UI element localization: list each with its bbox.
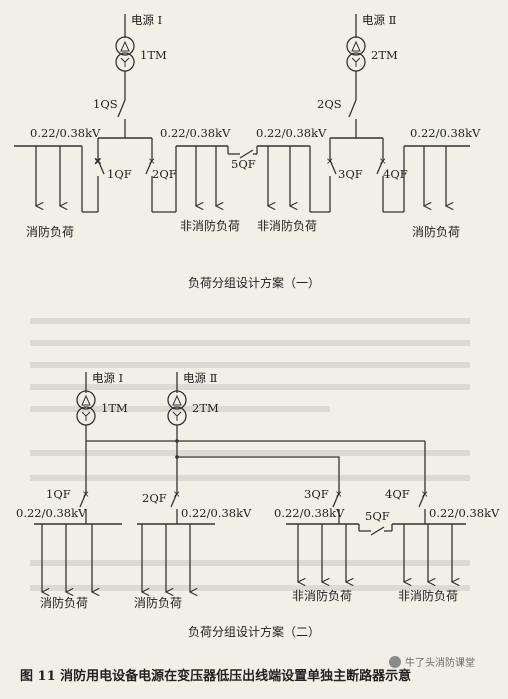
source-1-label: 电源 Ⅰ — [92, 371, 123, 385]
breaker-4qf: × 4QF — [376, 138, 408, 213]
transformer-2tm-label: 2TM — [192, 401, 219, 415]
svg-text:×: × — [148, 157, 156, 167]
breaker-1qf: × 1QF — [81, 138, 132, 213]
svg-text:×: × — [421, 490, 429, 500]
load-label: 消防负荷 — [134, 595, 182, 610]
breaker-1qf-label: 1QF — [46, 487, 71, 501]
source-2-label: 电源 Ⅱ — [183, 371, 218, 385]
voltage-label: 0.22/0.38kV — [256, 126, 327, 140]
svg-text:×: × — [326, 157, 334, 167]
breaker-4qf-label: 4QF — [385, 487, 410, 501]
load-label: 非消防负荷 — [398, 588, 458, 603]
voltage-label: 0.22/0.38kV — [160, 126, 231, 140]
voltage-label: 0.22/0.38kV — [429, 506, 500, 520]
breaker-2qf-label: 2QF — [152, 167, 177, 181]
load-label: 消防负荷 — [26, 224, 74, 239]
breaker-2qf-label: 2QF — [142, 491, 167, 505]
svg-text:×: × — [173, 490, 181, 500]
breaker-2qf: × 2QF — [142, 490, 181, 524]
voltage-label: 0.22/0.38kV — [181, 506, 252, 520]
svg-text:×: × — [379, 157, 387, 167]
load-label: 非消防负荷 — [292, 588, 352, 603]
breaker-1qf-label: 1QF — [107, 167, 132, 181]
breaker-3qf-label: 3QF — [338, 167, 363, 181]
voltage-label: 0.22/0.38kV — [30, 126, 101, 140]
svg-text:×: × — [82, 490, 90, 500]
switch-2qs: 2QS — [317, 97, 357, 138]
voltage-label: 0.22/0.38kV — [274, 506, 345, 520]
caption-2: 负荷分组设计方案（二） — [188, 624, 320, 639]
feeders — [42, 524, 452, 592]
breaker-4qf-label: 4QF — [383, 167, 408, 181]
load-label: 非消防负荷 — [257, 218, 317, 233]
figure-caption: 图 11 消防用电设备电源在变压器低压出线端设置单独主断路器示意 — [20, 668, 411, 684]
watermark-logo-icon — [389, 656, 401, 668]
switch-1qs-label: 1QS — [93, 97, 118, 111]
transformer-2tm: 2TM — [346, 36, 398, 72]
transformer-1tm-label: 1TM — [140, 48, 167, 62]
breaker-5qf-label: 5QF — [365, 509, 390, 523]
watermark: 牛了头消防课堂 — [389, 656, 475, 669]
load-label: 消防负荷 — [40, 595, 88, 610]
breaker-1qf: × 1QF — [46, 487, 90, 524]
breaker-5qf: 5QF — [358, 509, 393, 536]
breaker-5qf: 5QF — [227, 146, 258, 171]
transformer-1tm: 1TM — [115, 36, 167, 72]
source-2-distribution-line — [177, 456, 340, 493]
breaker-5qf-label: 5QF — [231, 157, 256, 171]
source-1-label: 电源 Ⅰ — [131, 13, 162, 27]
breaker-3qf: × 3QF — [309, 138, 363, 213]
source-2-label: 电源 Ⅱ — [362, 13, 397, 27]
diagram-1: 电源 Ⅰ 1TM 1QS 电源 Ⅱ 2TM — [14, 13, 481, 290]
breaker-2qf: × 2QF — [145, 138, 177, 213]
breaker-4qf: × 4QF — [385, 487, 429, 524]
voltage-label: 0.22/0.38kV — [410, 126, 481, 140]
breaker-3qf-label: 3QF — [304, 487, 329, 501]
svg-text:×: × — [335, 490, 343, 500]
source-2: 电源 Ⅱ — [355, 13, 397, 38]
source-1: 电源 Ⅰ — [85, 371, 123, 393]
source-1: 电源 Ⅰ — [124, 13, 162, 38]
source-2: 电源 Ⅱ — [176, 371, 218, 393]
load-label: 消防负荷 — [412, 224, 460, 239]
transformer-2tm-label: 2TM — [371, 48, 398, 62]
watermark-text: 牛了头消防课堂 — [405, 656, 475, 669]
svg-text:×: × — [94, 157, 102, 167]
breaker-3qf: × 3QF — [304, 487, 343, 524]
load-label: 非消防负荷 — [180, 218, 240, 233]
switch-1qs: 1QS — [93, 97, 126, 138]
transformer-1tm-label: 1TM — [101, 401, 128, 415]
feeders — [36, 146, 446, 206]
diagram-2: 电源 Ⅰ 1TM 电源 Ⅱ 2TM — [16, 371, 500, 639]
voltage-label: 0.22/0.38kV — [16, 506, 87, 520]
caption-1: 负荷分组设计方案（一） — [188, 275, 320, 290]
switch-2qs-label: 2QS — [317, 97, 342, 111]
